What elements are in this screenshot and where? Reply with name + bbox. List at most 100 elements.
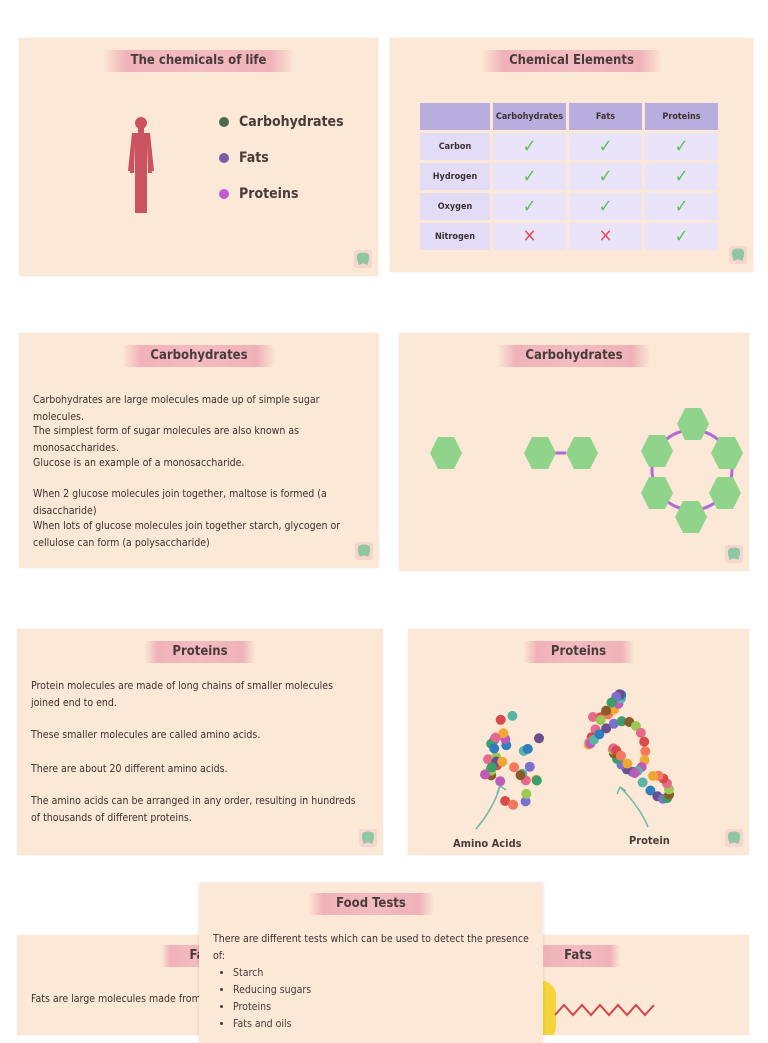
cross-icon: ✕ [522, 226, 537, 247]
slide-title: The chemicals of life [102, 50, 295, 72]
leaf-logo-icon [355, 542, 373, 560]
amino-acid-dot [520, 796, 531, 807]
check-icon: ✓ [598, 166, 613, 187]
check-icon: ✓ [522, 136, 537, 157]
leaf-logo-icon [354, 250, 372, 268]
bullet-proteins: Proteins [219, 186, 298, 202]
amino-acid-dot [508, 799, 519, 810]
row-header: Hydrogen [420, 163, 490, 190]
leaf-logo-icon [359, 829, 377, 847]
row-header: Nitrogen [420, 223, 490, 250]
protein-chain-dot [595, 715, 606, 725]
protein-chain-dot [648, 771, 658, 781]
paragraph: Glucose is an example of a monosaccharid… [33, 457, 245, 469]
amino-acids-arrow-head [496, 785, 507, 794]
protein-label: Protein [629, 834, 670, 847]
slide-title: Proteins [522, 641, 635, 663]
amino-acid-dot [522, 743, 533, 754]
protein-chain-dot [640, 746, 651, 757]
slide-chemical-elements: Chemical Elements Carbohydrates Fats Pro… [390, 38, 753, 272]
table-header-row: Carbohydrates Fats Proteins [420, 103, 718, 130]
monosaccharide-hexagon [430, 437, 462, 469]
slide-title: Proteins [144, 641, 256, 663]
protein-chain-dot [622, 758, 633, 769]
check-icon: ✓ [522, 166, 537, 187]
paragraph: When 2 glucose molecules join together, … [33, 488, 327, 517]
bullet-dot-icon [219, 117, 229, 127]
paragraph: There are about 20 different amino acids… [31, 763, 228, 775]
protein-chain-dot [601, 705, 612, 716]
protein-chain-dot [645, 785, 656, 796]
table-row: Carbon ✓ ✓ ✓ [420, 133, 718, 160]
amino-acid-dot [489, 743, 500, 754]
amino-acid-dot [509, 762, 520, 773]
bullet-carbohydrates: Carbohydrates [219, 114, 344, 130]
slide-proteins-diagram: Proteins Amino Acids Protein [408, 629, 749, 855]
amino-acid-dot [498, 728, 509, 739]
bullet-label: Proteins [239, 186, 299, 202]
polysaccharide-hexagon [711, 437, 743, 469]
column-header: Fats [569, 103, 642, 130]
check-icon: ✓ [674, 196, 689, 217]
row-header: Carbon [420, 133, 490, 160]
intro-text: There are different tests which can be u… [213, 933, 529, 962]
glucose-diagram [430, 408, 743, 533]
slide-title: Carbohydrates [122, 345, 276, 367]
elements-table: Carbohydrates Fats Proteins Carbon ✓ ✓ ✓… [417, 100, 721, 253]
slide-proteins-text: Proteins Protein molecules are made of l… [17, 629, 383, 855]
paragraph: When lots of glucose molecules join toge… [33, 520, 341, 549]
paragraph: The amino acids can be arranged in any o… [31, 795, 356, 824]
polysaccharide-hexagon [675, 501, 707, 533]
list-item: Fats and oils [233, 1016, 311, 1033]
protein-chain-dot [639, 736, 650, 747]
amino-acid-dot [534, 733, 544, 744]
column-header: Carbohydrates [493, 103, 566, 130]
amino-acid-dot [490, 732, 501, 743]
protein-chain-dot [630, 721, 641, 731]
check-icon: ✓ [522, 196, 537, 217]
amino-acid-dot [497, 756, 508, 767]
check-icon: ✓ [674, 166, 689, 187]
check-icon: ✓ [598, 136, 613, 157]
food-tests-list: Starch Reducing sugars Proteins Fats and… [213, 965, 311, 1033]
leaf-logo-icon [725, 545, 743, 563]
bullet-label: Fats [239, 150, 269, 166]
check-icon: ✓ [674, 226, 689, 247]
amino-acid-diagram [475, 689, 675, 830]
amino-acid-dot [483, 754, 494, 765]
amino-acids-label: Amino Acids [453, 837, 522, 850]
protein-chain-dot [629, 768, 640, 778]
protein-chain-dot [608, 718, 619, 729]
polysaccharide-hexagon [641, 435, 673, 467]
human-body-icon [128, 117, 154, 213]
protein-chain-dot [588, 712, 598, 722]
amino-acid-dot [521, 788, 532, 799]
table-row: Nitrogen ✕ ✕ ✓ [420, 223, 718, 250]
bullet-dot-icon [219, 153, 229, 163]
amino-acid-dot [515, 770, 526, 781]
table-row: Hydrogen ✓ ✓ ✓ [420, 163, 718, 190]
protein-chain-dot [594, 729, 605, 740]
bullet-dot-icon [219, 189, 229, 199]
amino-acid-dot [495, 714, 506, 725]
protein-arrow-head [616, 786, 627, 795]
polysaccharide-hexagon [641, 477, 673, 509]
list-item: Reducing sugars [233, 982, 311, 999]
protein-chain-dot [606, 697, 617, 708]
polysaccharide-hexagon [709, 477, 741, 509]
paragraph: The simplest form of sugar molecules are… [33, 425, 300, 454]
paragraph: Protein molecules are made of long chain… [31, 680, 333, 709]
slide-title: Carbohydrates [497, 345, 651, 367]
table-row: Oxygen ✓ ✓ ✓ [420, 193, 718, 220]
column-header: Proteins [645, 103, 718, 130]
check-icon: ✓ [674, 136, 689, 157]
amino-acid-dot [500, 796, 511, 806]
check-icon: ✓ [598, 196, 613, 217]
slide-carbohydrates-text: Carbohydrates Carbohydrates are large mo… [19, 333, 379, 568]
amino-acid-dot [486, 762, 497, 773]
row-header: Oxygen [420, 193, 490, 220]
bullet-label: Carbohydrates [239, 114, 344, 130]
slide-title: Fats [536, 945, 620, 967]
amino-acids-arrow [475, 785, 501, 830]
slide-carbohydrates-diagram: Carbohydrates [399, 333, 749, 571]
